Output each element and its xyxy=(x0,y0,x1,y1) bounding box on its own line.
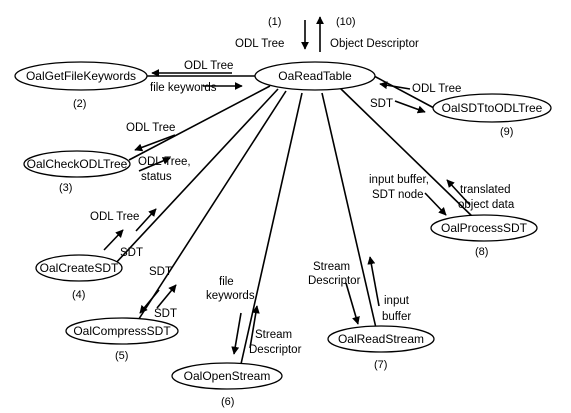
connector-compress-sdt xyxy=(134,90,287,326)
label-process-out-line1: translated xyxy=(460,184,511,196)
node-read-table-shape xyxy=(254,61,376,91)
sequence-numbers: (1) (10) (2) (9) (3) (8) (4) (5) (7) (6) xyxy=(59,16,513,408)
arrow-read-input xyxy=(367,256,380,307)
node-sdt-to-odl-tree: OalSDTtoODLTree xyxy=(432,93,552,123)
node-get-file-keywords-label: OalGetFileKeywords xyxy=(26,69,136,83)
node-compress-sdt-shape xyxy=(65,317,179,345)
number-8: (8) xyxy=(475,246,488,258)
number-2: (2) xyxy=(73,98,86,110)
node-get-file-keywords-shape xyxy=(14,61,148,91)
label-gfk-odl-tree: ODL Tree xyxy=(184,60,233,72)
label-s2o-sdt: SDT xyxy=(370,98,393,110)
label-process-out-line2: object data xyxy=(458,199,515,211)
number-4: (4) xyxy=(72,289,85,301)
number-6: (6) xyxy=(221,396,234,408)
arrow-process-in xyxy=(424,192,447,216)
arrow-check-result xyxy=(138,157,171,172)
node-read-table: OaReadTable xyxy=(254,61,376,91)
node-read-stream: OalReadStream xyxy=(327,325,435,353)
arrow-create-odl-tree xyxy=(135,208,157,232)
node-read-stream-label: OalReadStream xyxy=(338,332,424,346)
arrow-compress-sdt-out xyxy=(156,284,177,309)
node-read-table-label: OaReadTable xyxy=(278,69,352,83)
number-7: (7) xyxy=(374,359,387,371)
node-create-sdt-shape xyxy=(35,254,123,282)
node-process-sdt-label: OalProcessSDT xyxy=(441,221,528,235)
node-open-stream-label: OalOpenStream xyxy=(184,369,271,383)
label-check-result-line1: ODL Tree, xyxy=(138,156,191,168)
connector-process-sdt xyxy=(339,87,477,221)
connector-read-stream xyxy=(321,92,377,329)
arrow-open-keywords xyxy=(231,312,242,355)
number-10: (10) xyxy=(336,16,356,28)
label-check-result-line2: status xyxy=(141,171,172,183)
connector-open-stream xyxy=(240,92,303,365)
arrow-create-sdt xyxy=(103,229,124,251)
label-input-odl-tree: ODL Tree xyxy=(235,38,284,50)
label-open-stream-desc-line1: Stream xyxy=(255,329,292,341)
label-gfk-file-keywords: file keywords xyxy=(150,82,217,94)
label-open-keywords-line1: file xyxy=(219,276,234,288)
label-read-input-line2: buffer xyxy=(382,311,411,323)
node-get-file-keywords: OalGetFileKeywords xyxy=(14,61,148,91)
node-check-odl-tree: OalCheckODLTree xyxy=(23,150,131,178)
connector-check-odl-tree xyxy=(128,85,271,161)
number-3: (3) xyxy=(59,182,72,194)
label-open-stream-desc-line2: Descriptor xyxy=(249,344,302,356)
node-sdt-to-odl-tree-label: OalSDTtoODLTree xyxy=(442,101,543,115)
label-s2o-odl-tree: ODL Tree xyxy=(412,83,461,95)
node-check-odl-tree-shape xyxy=(23,150,131,178)
label-read-stream-desc-line1: Stream xyxy=(313,261,350,273)
label-create-sdt: SDT xyxy=(120,247,143,259)
label-process-in-line2: SDT node xyxy=(372,189,424,201)
node-open-stream-shape xyxy=(171,362,283,390)
node-sdt-to-odl-tree-shape xyxy=(432,93,552,123)
number-1: (1) xyxy=(268,16,281,28)
edge-labels: ODL Tree Object Descriptor ODL Tree file… xyxy=(90,38,515,356)
node-create-sdt-label: OalCreateSDT xyxy=(40,261,119,275)
label-compress-sdt-in: SDT xyxy=(149,266,172,278)
data-flow-arrows xyxy=(103,16,471,355)
arrow-check-odl-tree-in xyxy=(134,134,176,152)
node-create-sdt: OalCreateSDT xyxy=(35,254,123,282)
node-compress-sdt-label: OalCompressSDT xyxy=(73,324,171,338)
node-open-stream: OalOpenStream xyxy=(171,362,283,390)
node-process-sdt-shape xyxy=(430,214,538,242)
arrow-compress-sdt-in xyxy=(139,289,160,314)
label-read-stream-desc-line2: Descriptor xyxy=(308,275,361,287)
label-open-keywords-line2: keywords xyxy=(206,290,255,302)
label-create-odl-tree: ODL Tree xyxy=(90,211,139,223)
label-compress-sdt-out: SDT xyxy=(154,308,177,320)
arrow-s2o-sdt xyxy=(394,100,426,114)
node-compress-sdt: OalCompressSDT xyxy=(65,317,179,345)
arrow-s2o-odl-tree xyxy=(379,81,411,90)
node-read-stream-shape xyxy=(327,325,435,353)
arrow-read-stream-desc xyxy=(345,282,360,325)
connector-create-sdt xyxy=(113,88,279,266)
label-output-object-descriptor: Object Descriptor xyxy=(330,38,419,50)
arrow-process-out xyxy=(446,179,471,206)
label-process-in-line1: input buffer, xyxy=(369,174,429,186)
connectors xyxy=(113,75,477,365)
node-process-sdt: OalProcessSDT xyxy=(430,214,538,242)
arrow-open-stream-desc xyxy=(249,305,260,349)
label-check-odl-tree-in: ODL Tree xyxy=(126,122,175,134)
number-9: (9) xyxy=(500,126,513,138)
number-5: (5) xyxy=(115,350,128,362)
node-check-odl-tree-label: OalCheckODLTree xyxy=(27,157,128,171)
label-read-input-line1: input xyxy=(384,295,410,307)
